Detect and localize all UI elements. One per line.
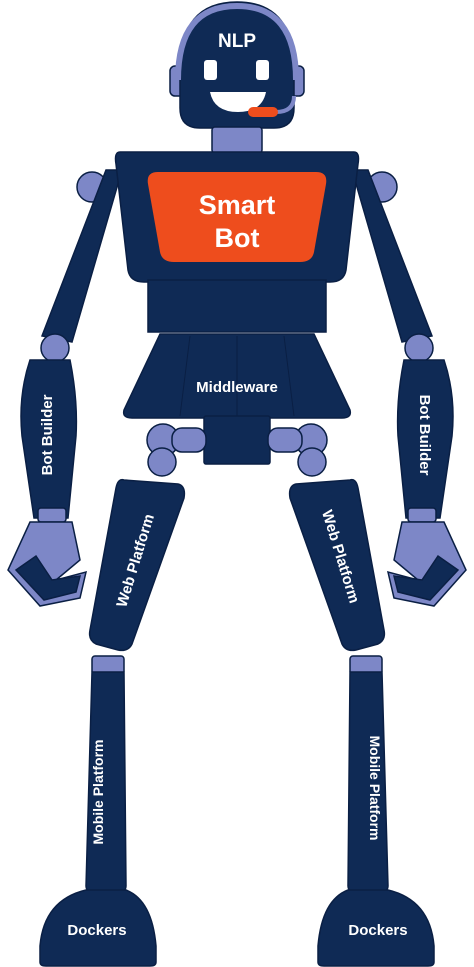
left-shin: Mobile Platform xyxy=(85,671,127,893)
left-arm: Bot Builder xyxy=(7,169,123,607)
left-foot-shape xyxy=(39,889,157,967)
right-arm-label: Bot Builder xyxy=(416,395,433,476)
head: NLP xyxy=(169,1,305,129)
mouth xyxy=(210,92,266,112)
right-claw xyxy=(393,554,460,601)
right-foot-shape xyxy=(317,889,435,967)
left-arm-label: Bot Builder xyxy=(39,394,56,475)
right-elbow-joint xyxy=(404,333,434,363)
right-shin: Mobile Platform xyxy=(347,671,389,893)
headset-mic xyxy=(248,107,278,117)
headset-mic-arm xyxy=(275,95,296,114)
right-thigh: Web Platform xyxy=(288,478,386,652)
chest-label-line2: Bot xyxy=(215,223,260,253)
waist-pleats xyxy=(179,335,295,417)
left-foot: Dockers xyxy=(39,889,157,967)
hip-joints xyxy=(146,423,328,477)
right-upper-arm xyxy=(351,169,434,343)
right-thigh-shape xyxy=(288,478,386,652)
left-foot-label: Dockers xyxy=(67,922,126,939)
waist: Middleware xyxy=(122,333,352,465)
neck xyxy=(211,126,263,154)
left-thigh: Web Platform xyxy=(88,478,186,652)
right-wrist xyxy=(407,507,437,523)
abdomen xyxy=(147,279,327,333)
head-label: NLP xyxy=(218,31,256,52)
right-knee-ball xyxy=(297,447,327,477)
right-foot: Dockers xyxy=(317,889,435,967)
right-shin-label: Mobile Platform xyxy=(367,735,383,840)
right-hip-axle xyxy=(267,427,303,453)
left-thigh-shape xyxy=(88,478,186,652)
eye-left xyxy=(204,60,217,80)
left-claw xyxy=(14,554,81,601)
left-forearm xyxy=(20,359,78,519)
left-wrist xyxy=(37,507,67,523)
right-forearm xyxy=(396,359,454,519)
left-knee-ball xyxy=(147,447,177,477)
chest-panel xyxy=(147,172,327,262)
eye-right xyxy=(256,60,269,80)
chest-label-line1: Smart xyxy=(199,190,276,220)
left-hip-axle xyxy=(171,427,207,453)
left-elbow-joint xyxy=(40,333,70,363)
torso: Smart Bot xyxy=(114,151,360,333)
left-shin-label: Mobile Platform xyxy=(90,739,106,844)
waist-label: Middleware xyxy=(196,379,278,396)
headset-band xyxy=(175,2,299,81)
hip-block xyxy=(203,415,271,465)
right-arm: Bot Builder xyxy=(351,169,467,607)
right-foot-label: Dockers xyxy=(348,922,407,939)
